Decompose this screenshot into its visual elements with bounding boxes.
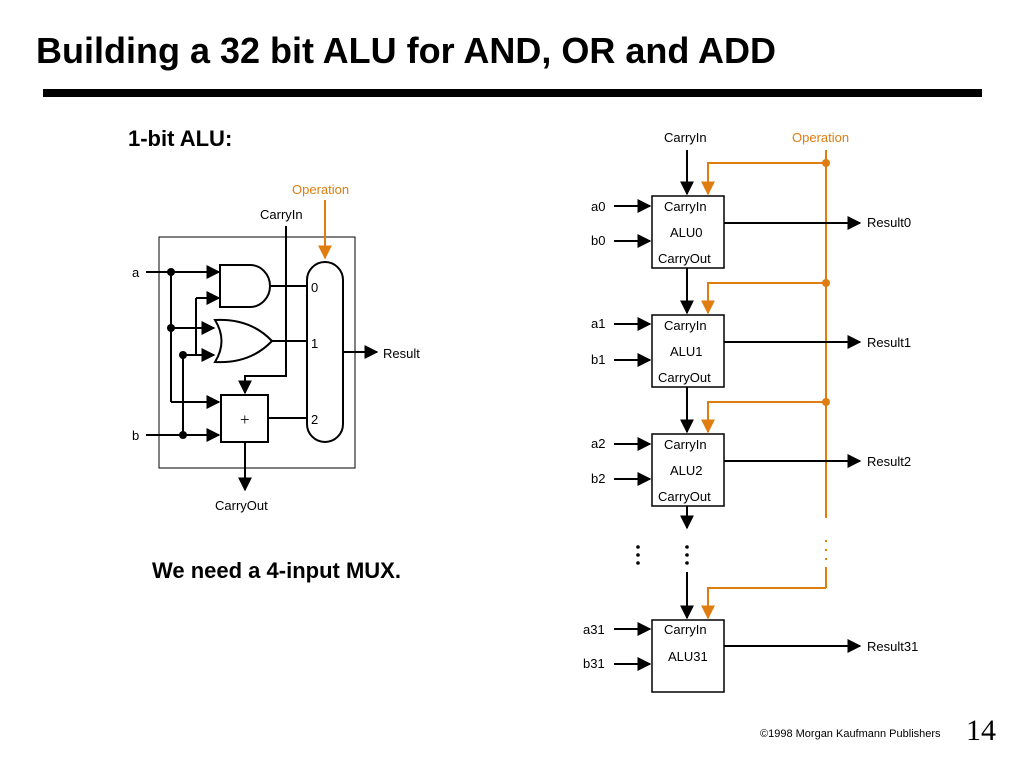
alu-unit-0: CarryIn ALU0 CarryOut a0 b0 Result0	[591, 195, 911, 315]
alu-input-b: b2	[591, 471, 605, 486]
alu-chain-diagram: CarryIn Operation CarryIn ALU0 CarryOut …	[583, 130, 918, 693]
mux-note: We need a 4-input MUX.	[152, 558, 401, 583]
slide-title: Building a 32 bit ALU for AND, OR and AD…	[36, 30, 776, 71]
alu-carryout: CarryOut	[658, 370, 711, 385]
operation-junction	[822, 279, 830, 287]
alu-box	[651, 619, 725, 693]
a-wiring	[146, 265, 221, 409]
alu-result-label: Result1	[867, 335, 911, 350]
junction-dot	[179, 351, 187, 359]
carryin-label: CarryIn	[260, 207, 303, 222]
one-bit-alu-diagram: Operation CarryIn a b +	[132, 182, 420, 513]
alu-carryin: CarryIn	[664, 318, 707, 333]
chain-carryin-label: CarryIn	[664, 130, 707, 145]
operation-junction	[822, 159, 830, 167]
alu-result-label: Result31	[867, 639, 918, 654]
alu-box	[651, 433, 725, 507]
alu-input-a: a2	[591, 436, 605, 451]
alu-input-b: b31	[583, 656, 605, 671]
alu-name: ALU0	[670, 225, 703, 240]
carryin-wire	[238, 226, 287, 395]
operation-tap	[701, 282, 826, 315]
and-gate	[219, 264, 271, 308]
alu-input-b: b0	[591, 233, 605, 248]
alu-name: ALU1	[670, 344, 703, 359]
mux-input-1: 1	[311, 336, 318, 351]
alu-carryin: CarryIn	[664, 199, 707, 214]
junction-dot	[179, 431, 187, 439]
alu-unit-1: CarryIn ALU1 CarryOut a1 b1 Result1	[591, 314, 911, 434]
copyright-text: ©1998 Morgan Kaufmann Publishers	[760, 728, 941, 740]
input-a-label: a	[132, 265, 140, 280]
page-number: 14	[966, 714, 996, 747]
operation-tap	[701, 401, 826, 434]
input-b-label: b	[132, 428, 139, 443]
operation-tap	[701, 587, 826, 620]
alu-result-label: Result0	[867, 215, 911, 230]
operation-junction	[822, 398, 830, 406]
alu-carryin: CarryIn	[664, 437, 707, 452]
title-rule	[43, 89, 982, 97]
result-label: Result	[383, 346, 420, 361]
alu-result-label: Result2	[867, 454, 911, 469]
alu-input-a: a0	[591, 199, 605, 214]
alu-carryout: CarryOut	[658, 251, 711, 266]
junction-dot	[167, 268, 175, 276]
alu-input-b: b1	[591, 352, 605, 367]
mux-input-2: 2	[311, 412, 318, 427]
alu-unit-2: CarryIn ALU2 CarryOut a2 b2 Result2	[591, 433, 911, 530]
gate-outputs	[268, 285, 307, 419]
mux-input-0: 0	[311, 280, 318, 295]
alu-input-a: a31	[583, 622, 605, 637]
alu-box	[651, 314, 725, 388]
carryout-label: CarryOut	[215, 498, 268, 513]
alu-name: ALU31	[668, 649, 708, 664]
alu-input-a: a1	[591, 316, 605, 331]
ellipsis-dots	[636, 545, 689, 565]
alu-name: ALU2	[670, 463, 703, 478]
or-gate	[213, 318, 274, 364]
alu-carryout: CarryOut	[658, 489, 711, 504]
operation-tap	[701, 162, 826, 196]
b-wiring	[146, 291, 221, 442]
one-bit-alu-heading: 1-bit ALU:	[128, 126, 233, 151]
alu-carryin: CarryIn	[664, 622, 707, 637]
adder-symbol: +	[240, 410, 250, 429]
junction-dot	[167, 324, 175, 332]
chain-operation-label: Operation	[792, 130, 849, 145]
operation-label: Operation	[292, 182, 349, 197]
alu-unit-31: CarryIn ALU31 a31 b31 Result31	[583, 619, 918, 693]
